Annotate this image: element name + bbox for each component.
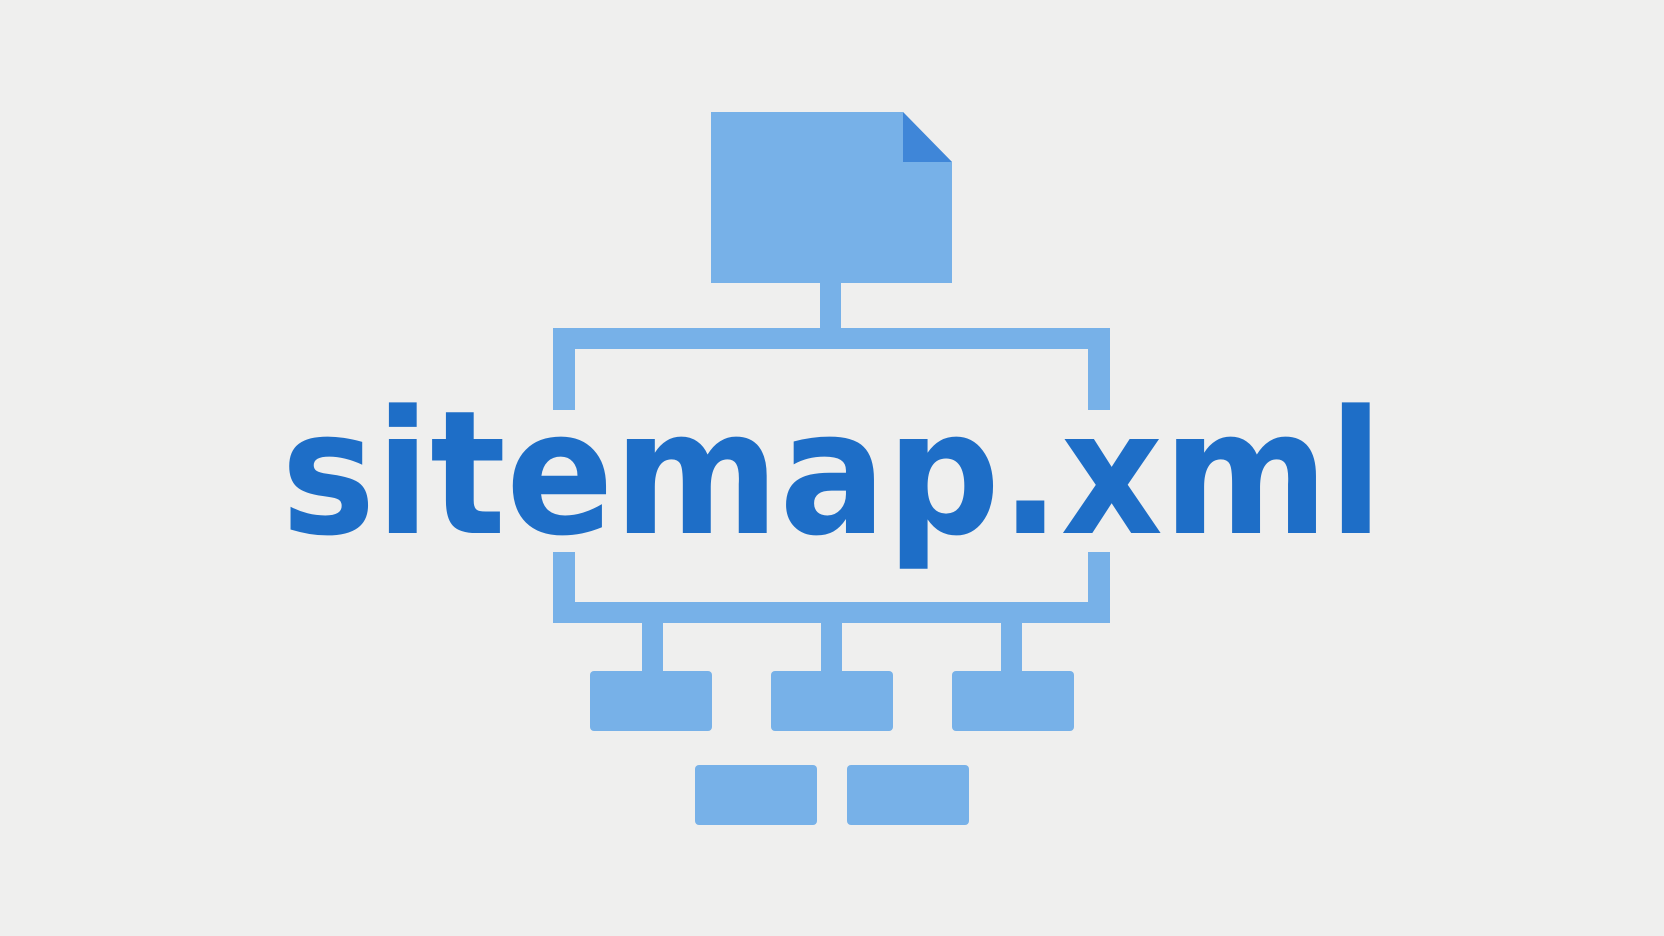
- child-page-icon: [590, 671, 712, 731]
- frame-left-upper-line: [553, 328, 575, 410]
- frame-top-line: [553, 328, 1110, 349]
- frame-bottom-line: [553, 602, 1110, 623]
- child-connector-right: [1001, 623, 1022, 673]
- child-pages-row-1: [590, 671, 1074, 731]
- child-connectors: [642, 623, 1022, 673]
- root-document-icon: [711, 112, 952, 283]
- child-connector-middle: [821, 623, 842, 673]
- child-page-icon: [847, 765, 969, 825]
- title-frame: [553, 328, 1110, 623]
- diagram-title: sitemap.xml: [281, 373, 1383, 574]
- child-page-icon: [695, 765, 817, 825]
- child-connector-left: [642, 623, 663, 673]
- frame-right-upper-line: [1088, 328, 1110, 410]
- child-page-icon: [952, 671, 1074, 731]
- root-connector-line: [820, 283, 841, 328]
- child-page-icon: [771, 671, 893, 731]
- page-fold-icon: [903, 112, 952, 162]
- child-pages-row-2: [695, 765, 969, 825]
